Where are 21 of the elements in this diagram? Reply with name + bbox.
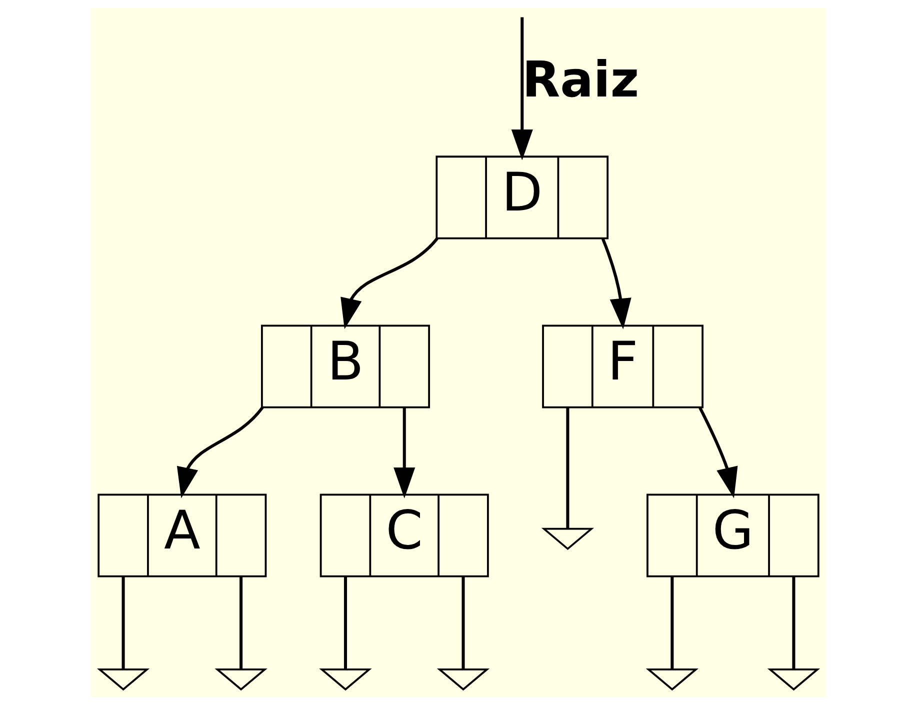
node-ground [214,668,267,691]
arrow [698,406,738,498]
connector [343,576,347,669]
connector [792,576,795,669]
arrow [340,237,438,330]
arrow [393,408,415,498]
connector [670,576,674,669]
node-ground [96,668,150,691]
arrow [600,238,631,330]
connector [461,576,464,669]
node-ground [436,668,490,691]
node-ground [540,528,594,550]
node-ground [318,668,372,691]
connector [566,408,569,528]
connector [239,576,242,669]
edge-label: Raiz [522,50,639,108]
node-ground [645,668,698,691]
arrow [176,406,264,498]
connector [121,576,124,669]
arrow [510,17,532,160]
node-ground [766,668,820,691]
